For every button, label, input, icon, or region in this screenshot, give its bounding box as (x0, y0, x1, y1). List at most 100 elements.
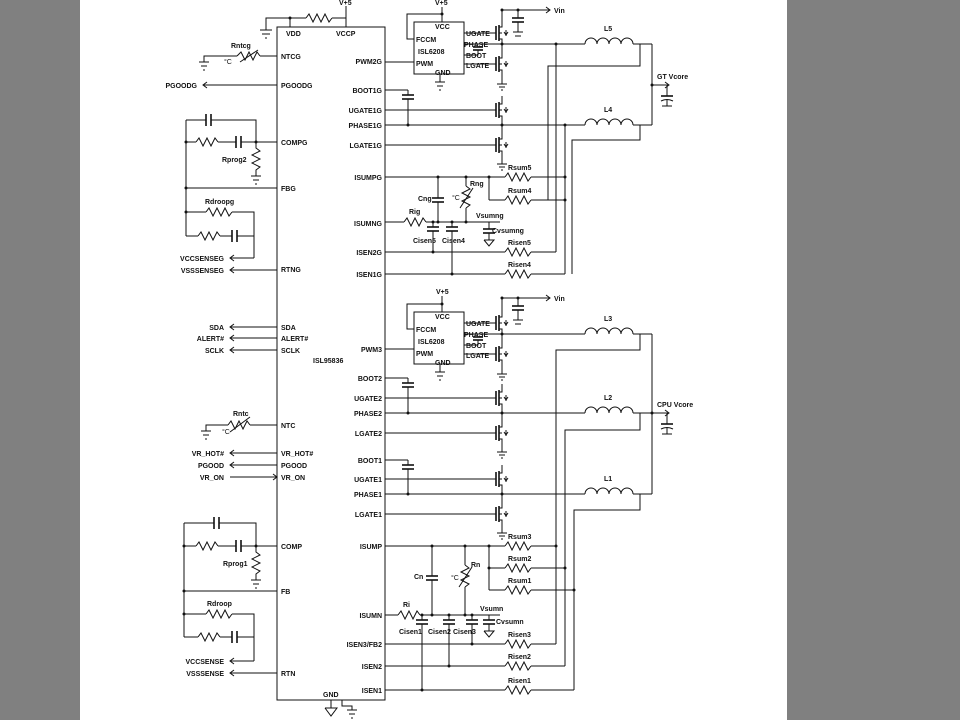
rdroop-label: Rdroop (207, 601, 232, 608)
risen1-label: Risen1 (508, 678, 531, 685)
cn-label: Cn (414, 574, 423, 581)
vsssenseg-signal: VSSSENSEG (181, 268, 225, 275)
pin-rtng: RTNG (281, 267, 301, 274)
fet-cpu-phase3-low (488, 334, 509, 370)
inductor-l2: L2 (584, 395, 652, 414)
driver1-pwm: PWM (416, 61, 433, 68)
pin-gnd: GND (323, 692, 339, 699)
vccsense-signal: VCCSENSE (185, 659, 224, 666)
fet-gt-phase2-high (488, 10, 509, 44)
v5-label-top: V+5 (339, 0, 352, 7)
rntcg-temp: °C (224, 58, 232, 66)
gt-vcore-output: GT Vcore (650, 44, 688, 125)
rsum5-label: Rsum5 (508, 165, 531, 172)
risen5-label: Risen5 (508, 240, 531, 247)
fet-cpu-phase3-high (488, 298, 509, 334)
vsssense-signal: VSSSENSE (186, 671, 224, 678)
pin-vdd: VDD (286, 31, 301, 38)
rdroopg-label: Rdroopg (205, 199, 234, 206)
vsumng-label: Vsumng (476, 213, 504, 220)
vr-on-signal: VR_ON (200, 475, 224, 482)
l4-label: L4 (604, 107, 612, 114)
pin-phase2: PHASE2 (354, 411, 382, 418)
driver2-fccm: FCCM (416, 327, 436, 334)
cpu-vcore-label: CPU Vcore (657, 402, 693, 409)
l2-label: L2 (604, 395, 612, 402)
cisen2-label: Cisen2 (428, 629, 451, 636)
rsum4-label: Rsum4 (508, 188, 531, 195)
fet-cpu-phase1-low (488, 494, 509, 529)
pin-compg: COMPG (281, 140, 308, 147)
driver2-name: ISL6208 (418, 339, 445, 346)
pin-rtn: RTN (281, 671, 295, 678)
vccsenseg-signal: VCCSENSEG (180, 256, 225, 263)
pin-ugate1g: UGATE1G (349, 108, 383, 115)
pin-vccp: VCCP (336, 31, 356, 38)
pin-comp: COMP (281, 544, 302, 551)
alert-signal: ALERT# (197, 336, 224, 343)
cpu-vcore-output: CPU Vcore (650, 334, 693, 494)
driver1-vcc: VCC (435, 24, 450, 31)
gnd-symbol (497, 160, 507, 171)
l3-label: L3 (604, 316, 612, 323)
cng-label: Cng (418, 196, 432, 203)
rn-temp: °C (451, 574, 459, 582)
pin-pwm3: PWM3 (361, 347, 382, 354)
driver1-gnd: GND (435, 70, 451, 77)
driver2-gnd: GND (435, 360, 451, 367)
pgoodg-signal: PGOODG (165, 83, 197, 90)
vr-hot-signal: VR_HOT# (192, 451, 224, 458)
pin-fb: FB (281, 589, 290, 596)
pin-lgate1g: LGATE1G (349, 143, 382, 150)
rntc-label: Rntc (233, 411, 249, 418)
pin-isen3fb2: ISEN3/FB2 (347, 642, 383, 649)
cvsumng-label: Cvsumng (492, 228, 524, 235)
sclk-signal: SCLK (205, 348, 224, 355)
rig-label: Rig (409, 209, 420, 216)
vin-label-2: Vin (554, 296, 565, 303)
driver2-v5: V+5 (436, 289, 449, 296)
cisen3-label: Cisen3 (453, 629, 476, 636)
cpu-current-sense: Rsum3 Rsum2 Rsum1 Cn Rn °C Ri Vsumn Cvsu… (385, 333, 641, 696)
driver1-fccm: FCCM (416, 37, 436, 44)
driver1-v5: V+5 (435, 0, 448, 7)
pin-ugate2: UGATE2 (354, 396, 382, 403)
vin-label-1: Vin (554, 8, 565, 15)
rdroopg-network: Rdroopg VCCSENSEG VSSSENSEG (180, 188, 277, 275)
rprog2-label: Rprog2 (222, 157, 247, 164)
rsum3-label: Rsum3 (508, 534, 531, 541)
pin-sda: SDA (281, 325, 296, 332)
left-pins: NTCG PGOODG COMPG FBG RTNG SDA ALERT# SC… (281, 54, 313, 678)
pin-isen2: ISEN2 (362, 664, 382, 671)
inductor-l5: L5 (584, 26, 652, 45)
rntcg-label: Rntcg (231, 43, 251, 50)
rng-label: Rng (470, 181, 484, 188)
pin-pgood: PGOOD (281, 463, 307, 470)
pin-ntcg: NTCG (281, 54, 301, 61)
top-supply: V+5 (260, 0, 352, 39)
pin-fbg: FBG (281, 186, 296, 193)
sda-signal: SDA (209, 325, 224, 332)
driver1-boot: BOOT (466, 53, 487, 60)
pin-isen1g: ISEN1G (356, 272, 382, 279)
ntc-network: Rntc °C (201, 411, 277, 440)
vsumn-label: Vsumn (480, 606, 503, 613)
vin-rail-1: Vin (500, 6, 565, 37)
right-pins: PWM2G BOOT1G UGATE1G PHASE1G LGATE1G ISU… (347, 59, 383, 695)
compg-network: Rprog2 (184, 114, 277, 190)
cpu-phase-wiring (385, 322, 585, 515)
cvsumn-label: Cvsumn (496, 619, 524, 626)
pin-isen1: ISEN1 (362, 688, 382, 695)
inductor-l3: L3 (584, 316, 652, 335)
pin-isen2g: ISEN2G (356, 250, 382, 257)
vin-rail-2: Vin (500, 294, 565, 325)
fet-gt-phase2-low (488, 44, 509, 80)
pin-boot1g: BOOT1G (352, 88, 382, 95)
ri-label: Ri (403, 602, 410, 609)
gt-current-sense: Rsum5 Rsum4 Cng Rng °C Rig Vsumng Cvsumn… (385, 42, 641, 280)
pin-ntc: NTC (281, 423, 295, 430)
pin-alert: ALERT# (281, 336, 308, 343)
driver1-ugate: UGATE (466, 31, 490, 38)
inductor-l4: L4 (584, 107, 652, 126)
cisen4-label: Cisen4 (442, 238, 465, 245)
